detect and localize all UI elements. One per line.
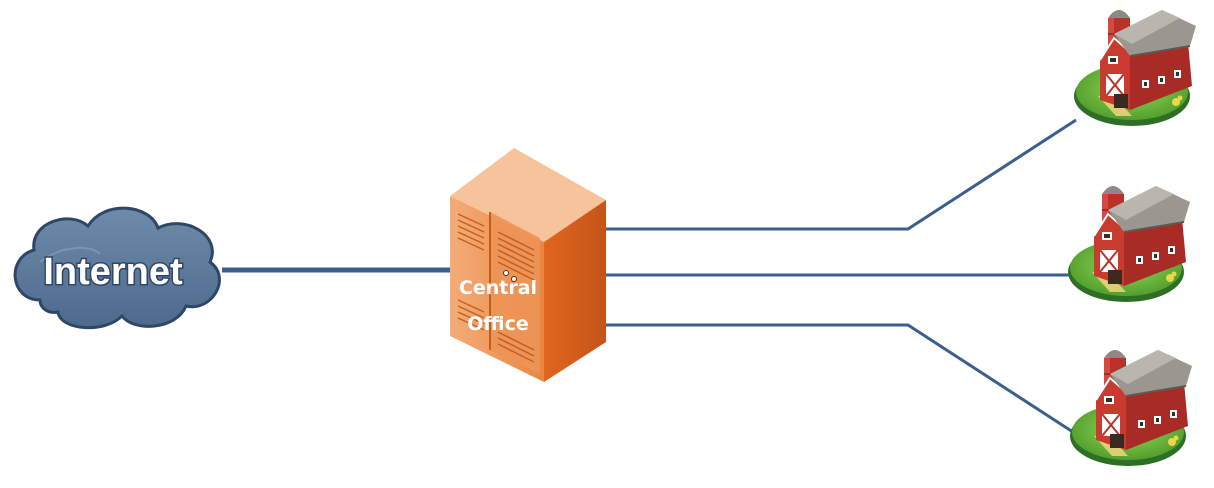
internet-label: Internet <box>43 251 183 293</box>
link-central-office-to-farm-3 <box>606 323 1077 436</box>
server-tower-icon <box>450 148 606 382</box>
barn-icon <box>1073 9 1197 127</box>
links <box>222 118 1077 436</box>
barn-icon <box>1069 349 1193 467</box>
cloud-icon <box>13 206 221 330</box>
central-office-label-line2: Office <box>467 313 529 335</box>
central-office-label-line1: Central <box>459 277 537 299</box>
barn-icon <box>1067 185 1191 303</box>
link-central-office-to-farm-1 <box>606 118 1077 231</box>
